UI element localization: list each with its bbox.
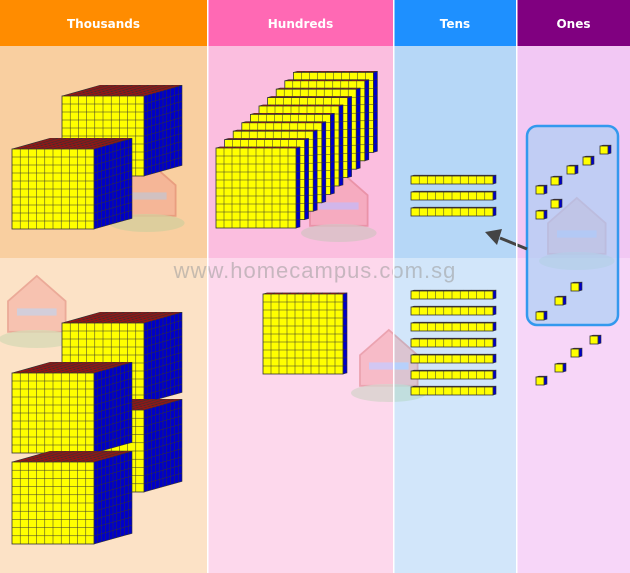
home-campus-logo bbox=[351, 328, 427, 402]
one-cube bbox=[550, 175, 563, 186]
watermark-text: www.homecampus.com.sg bbox=[173, 258, 457, 283]
hundred-flat bbox=[215, 146, 301, 229]
tens-bottom-bg bbox=[394, 258, 516, 573]
ten-rod bbox=[410, 206, 497, 217]
home-campus-logo bbox=[301, 168, 377, 242]
ten-rod bbox=[410, 321, 497, 332]
ten-rod bbox=[410, 305, 497, 316]
one-cube bbox=[570, 347, 583, 358]
ten-rod bbox=[410, 353, 497, 364]
ten-rod bbox=[410, 289, 497, 300]
column-separator bbox=[516, 0, 518, 573]
ten-rod bbox=[410, 174, 497, 185]
thousand-cube bbox=[11, 450, 133, 545]
hundreds-header-label: Hundreds bbox=[268, 17, 334, 31]
ten-rod bbox=[410, 190, 497, 201]
tens-header-label: Tens bbox=[440, 17, 470, 31]
ones-header bbox=[517, 0, 630, 46]
hundreds-header bbox=[208, 0, 393, 46]
ones-header-label: Ones bbox=[556, 17, 590, 31]
one-cube bbox=[554, 362, 567, 373]
one-cube bbox=[570, 281, 583, 292]
thousand-cube bbox=[11, 361, 133, 454]
ten-rod bbox=[410, 337, 497, 348]
tens-top-bg bbox=[394, 46, 516, 258]
one-cube bbox=[535, 209, 548, 220]
ten-rod bbox=[410, 385, 497, 396]
column-separator bbox=[207, 0, 209, 573]
thousands-header-label: Thousands bbox=[67, 17, 140, 31]
column-separator bbox=[393, 0, 395, 573]
tens-header bbox=[394, 0, 516, 46]
ten-rod bbox=[410, 369, 497, 380]
one-cube bbox=[535, 310, 548, 321]
thousand-cube bbox=[11, 137, 133, 230]
one-cube bbox=[589, 334, 602, 345]
one-cube bbox=[554, 295, 567, 306]
regroup-arrow bbox=[485, 229, 528, 251]
home-campus-logo bbox=[0, 274, 75, 348]
one-cube bbox=[535, 375, 548, 386]
one-cube bbox=[599, 144, 612, 155]
one-cube bbox=[550, 198, 563, 209]
thousands-header bbox=[0, 0, 207, 46]
ones-group-box bbox=[525, 124, 620, 327]
one-cube bbox=[566, 164, 579, 175]
one-cube bbox=[535, 184, 548, 195]
hundred-flat bbox=[262, 292, 348, 375]
one-cube bbox=[582, 155, 595, 166]
